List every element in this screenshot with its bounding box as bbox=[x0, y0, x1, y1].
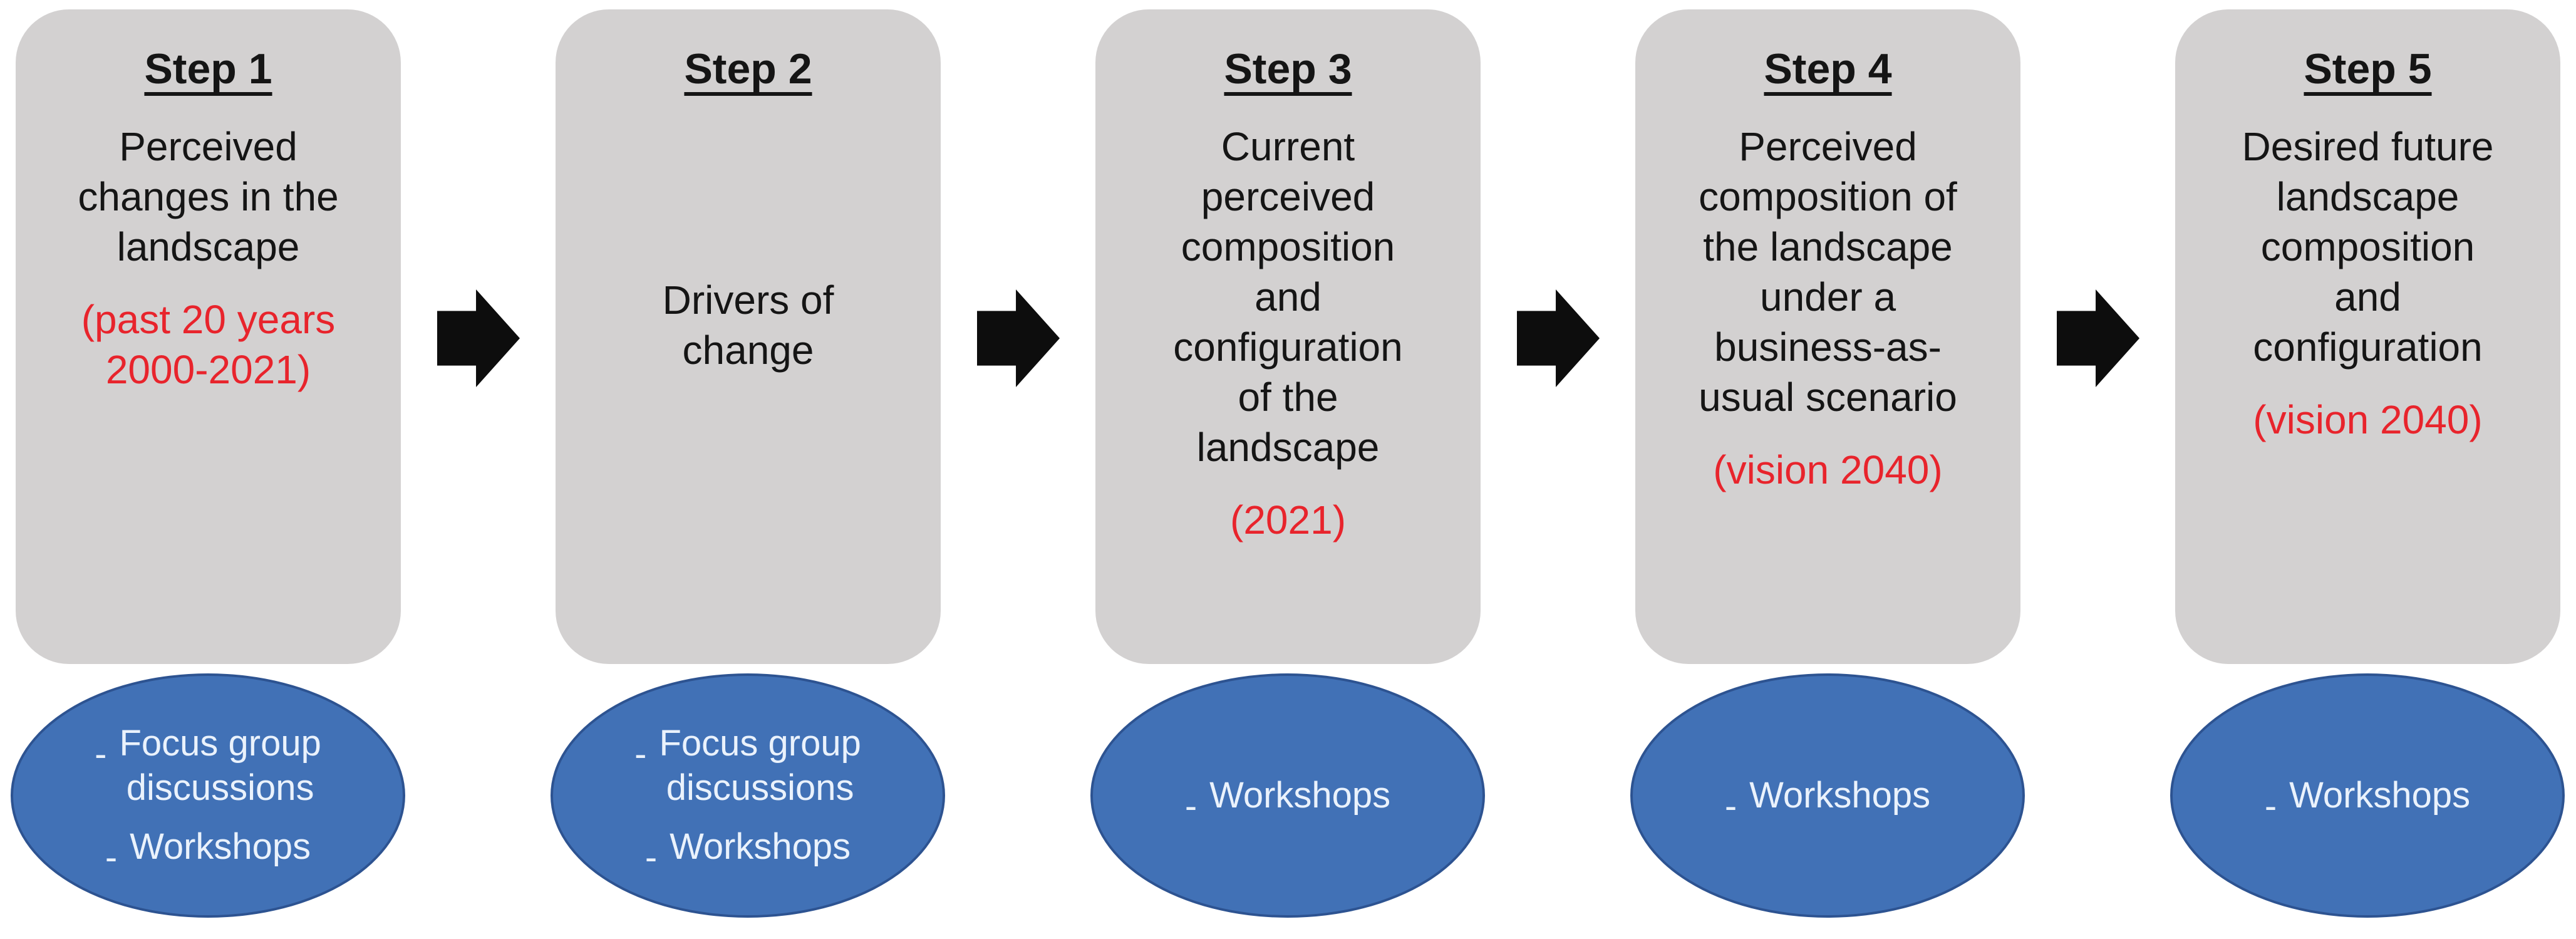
bullet-item: -Workshops bbox=[46, 825, 370, 878]
bullet-list: -Focus group discussions-Workshops bbox=[586, 722, 910, 878]
step-body-area: Perceived changes in the landscape (past… bbox=[33, 93, 383, 639]
step-body: Drivers of change bbox=[662, 277, 834, 373]
methods-ellipse: -Workshops bbox=[1630, 673, 2025, 918]
arrow-right-icon bbox=[2057, 289, 2139, 387]
bullet-item: -Focus group discussions bbox=[46, 722, 370, 811]
step-column-5: Step 5 Desired future landscape composit… bbox=[2170, 0, 2565, 939]
step-note: (past 20 years 2000-2021) bbox=[81, 296, 336, 392]
step-title: Step 3 bbox=[1224, 45, 1352, 93]
bullet-item: -Workshops bbox=[586, 825, 910, 878]
dash-bullet-icon: - bbox=[105, 837, 118, 878]
step-box: Step 5 Desired future landscape composit… bbox=[2175, 9, 2560, 664]
bullet-item: -Workshops bbox=[1665, 774, 1990, 826]
bullet-list: -Workshops bbox=[1665, 774, 1990, 826]
step-title: Step 2 bbox=[684, 45, 812, 93]
step-box: Step 2 Drivers of change bbox=[556, 9, 941, 664]
step-column-3: Step 3 Current perceived composition and… bbox=[1090, 0, 1485, 939]
bullet-list: -Workshops bbox=[2205, 774, 2530, 826]
step-box: Step 1 Perceived changes in the landscap… bbox=[16, 9, 401, 664]
step-body-area: Perceived composition of the landscape u… bbox=[1653, 93, 2003, 639]
step-body-area: Current perceived composition and config… bbox=[1113, 93, 1463, 639]
dash-bullet-icon: - bbox=[2264, 786, 2277, 827]
methods-ellipse: -Focus group discussions-Workshops bbox=[551, 673, 945, 918]
step-body-area: Drivers of change bbox=[573, 93, 923, 639]
bullet-item: -Workshops bbox=[1125, 774, 1450, 826]
arrow-right-icon bbox=[977, 289, 1060, 387]
step-body: Current perceived composition and config… bbox=[1173, 123, 1403, 470]
step-body: Perceived changes in the landscape bbox=[78, 123, 339, 269]
methods-ellipse: -Focus group discussions-Workshops bbox=[11, 673, 405, 918]
step-column-2: Step 2 Drivers of change -Focus group di… bbox=[551, 0, 945, 939]
bullet-list: -Workshops bbox=[1125, 774, 1450, 826]
step-body-area: Desired future landscape composition and… bbox=[2193, 93, 2543, 639]
step-title: Step 4 bbox=[1764, 45, 1892, 93]
bullet-text: Workshops bbox=[670, 826, 851, 868]
step-note: (vision 2040) bbox=[2253, 397, 2483, 442]
step-body: Perceived composition of the landscape u… bbox=[1699, 123, 1957, 420]
dash-bullet-icon: - bbox=[95, 734, 107, 775]
bullet-list: -Focus group discussions-Workshops bbox=[46, 722, 370, 878]
dash-bullet-icon: - bbox=[634, 734, 647, 775]
step-box: Step 4 Perceived composition of the land… bbox=[1635, 9, 2020, 664]
arrow-right-icon bbox=[437, 289, 520, 387]
step-title: Step 1 bbox=[144, 45, 272, 93]
bullet-text: Workshops bbox=[130, 826, 311, 868]
methods-ellipse: -Workshops bbox=[2170, 673, 2565, 918]
arrow-right-icon bbox=[1517, 289, 1600, 387]
bullet-text: Focus group discussions bbox=[119, 722, 321, 808]
step-note: (vision 2040) bbox=[1713, 447, 1943, 492]
bullet-item: -Focus group discussions bbox=[586, 722, 910, 811]
step-body: Desired future landscape composition and… bbox=[2242, 123, 2494, 370]
methods-ellipse: -Workshops bbox=[1090, 673, 1485, 918]
bullet-text: Focus group discussions bbox=[659, 722, 861, 808]
step-box: Step 3 Current perceived composition and… bbox=[1095, 9, 1481, 664]
bullet-text: Workshops bbox=[1209, 774, 1391, 816]
step-column-1: Step 1 Perceived changes in the landscap… bbox=[11, 0, 405, 939]
step-title: Step 5 bbox=[2304, 45, 2432, 93]
dash-bullet-icon: - bbox=[644, 837, 658, 878]
bullet-text: Workshops bbox=[1749, 774, 1931, 816]
dash-bullet-icon: - bbox=[1184, 786, 1197, 827]
step-column-4: Step 4 Perceived composition of the land… bbox=[1630, 0, 2025, 939]
dash-bullet-icon: - bbox=[1724, 786, 1737, 827]
step-note: (2021) bbox=[1230, 497, 1346, 542]
bullet-text: Workshops bbox=[2289, 774, 2471, 816]
bullet-item: -Workshops bbox=[2205, 774, 2530, 826]
